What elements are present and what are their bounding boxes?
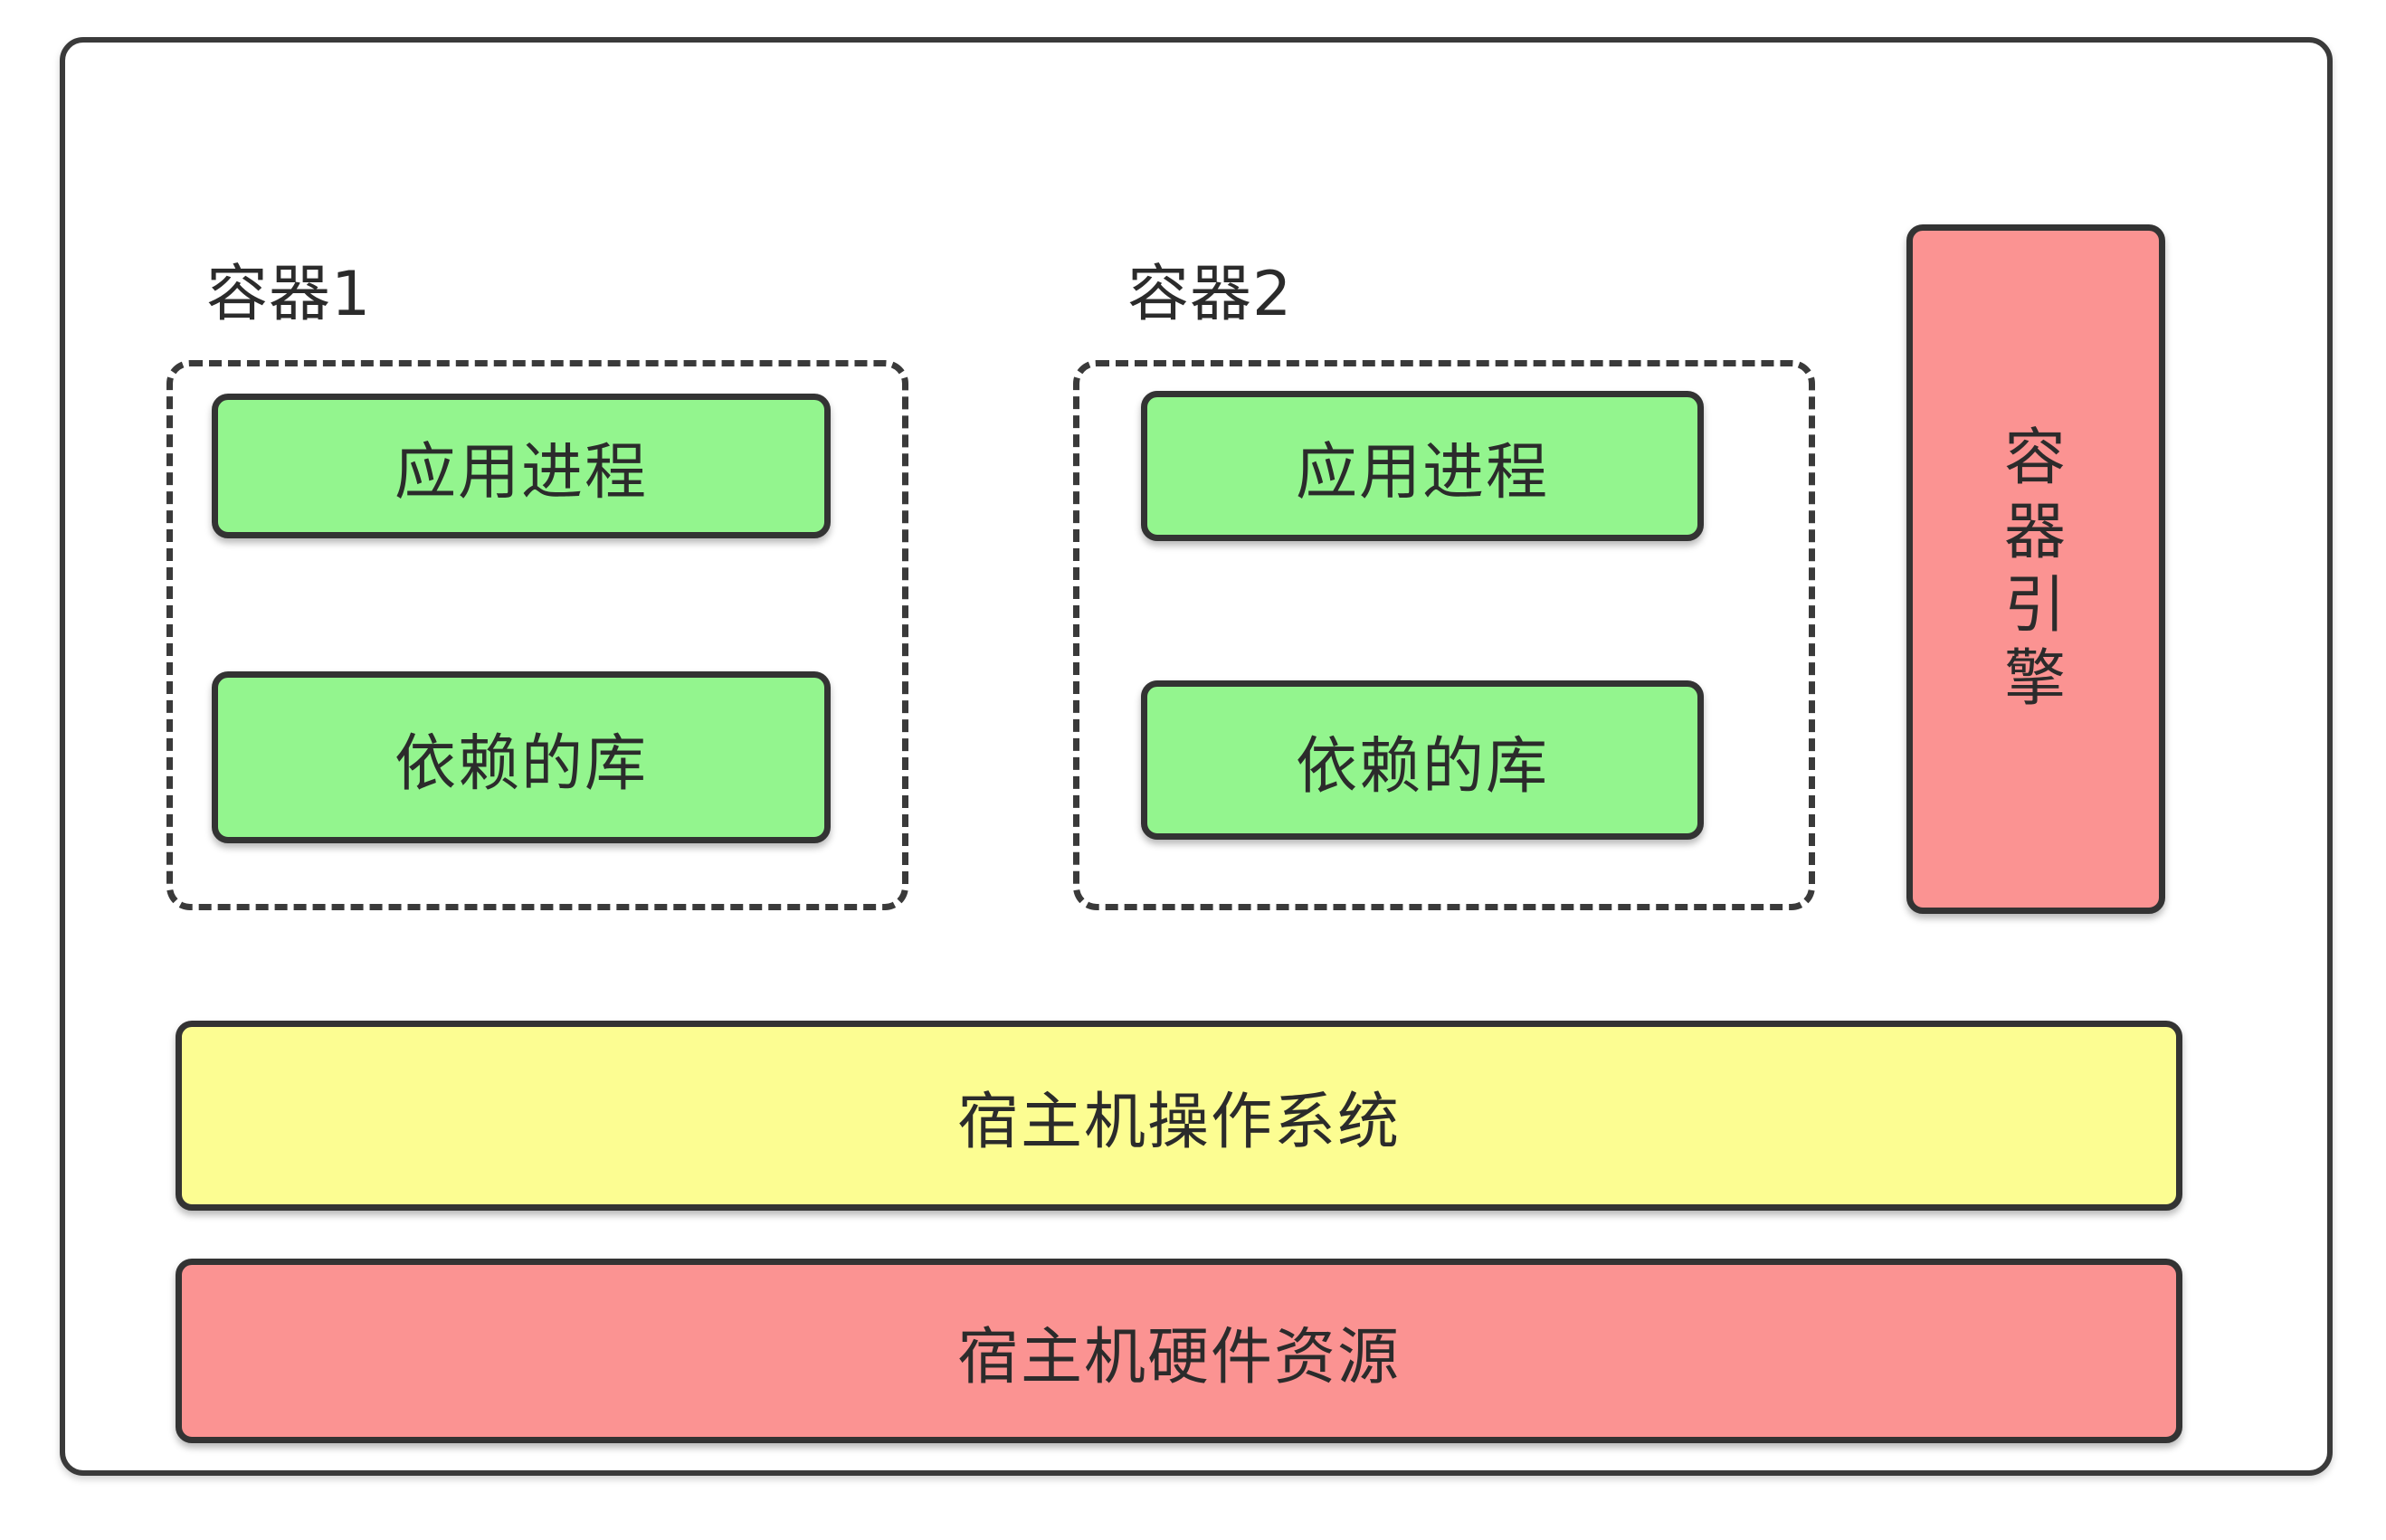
container-2-app-process: 应用进程 <box>1141 391 1704 541</box>
container-1-label: 容器1 <box>206 259 372 330</box>
engine-char: 引 <box>2003 570 2068 642</box>
host-operating-system: 宿主机操作系统 <box>176 1021 2182 1211</box>
container-2-label: 容器2 <box>1127 259 1293 330</box>
container-engine: 容 器 引 擎 <box>1906 224 2165 914</box>
container-2-box <box>1073 360 1815 910</box>
container-engine-label: 容 器 引 擎 <box>2004 426 2068 712</box>
engine-char: 擎 <box>2003 643 2068 716</box>
host-hardware-resources: 宿主机硬件资源 <box>176 1259 2182 1443</box>
container-1-app-process: 应用进程 <box>212 394 831 538</box>
engine-char: 容 <box>2003 423 2068 495</box>
container-1-box <box>166 360 908 910</box>
container-1-dependency-libraries: 依赖的库 <box>212 671 831 843</box>
engine-char: 器 <box>2003 496 2068 568</box>
container-2-dependency-libraries: 依赖的库 <box>1141 680 1704 840</box>
